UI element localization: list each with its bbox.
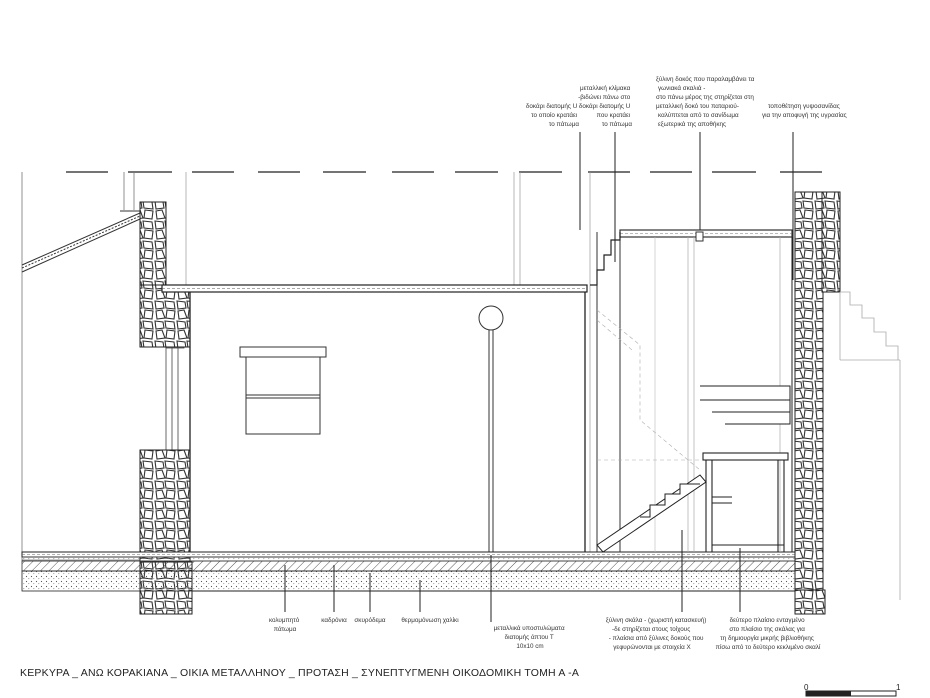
ground-slab <box>21 551 823 592</box>
metal-stair <box>590 232 621 286</box>
upper-slab <box>161 284 588 552</box>
annotation-gypsum: τοποθέτηση γυψοσανίδας για την αποφυγή τ… <box>762 102 847 119</box>
second-frame <box>702 452 789 552</box>
annotation-kadronia: καδρόνια <box>321 616 347 624</box>
annotation-insulation: θερμομόνωση χαλίκι <box>401 616 459 624</box>
annotation-pebble: κολυμπητό πάτωμα <box>269 616 301 633</box>
exterior-steps <box>839 291 901 600</box>
annotation-u-beam: δοκάρι διατομής U το οποίο κρατάει το πά… <box>526 102 579 128</box>
left-roof <box>21 210 141 273</box>
leaders-top <box>579 132 794 280</box>
annotation-wood-stair: ξύλινη σκάλα - (χωριστή κατασκευή) -δε σ… <box>606 616 708 651</box>
left-building <box>21 172 140 561</box>
left-wall-lower <box>139 449 191 563</box>
annotation-metal-posts: μεταλλικά υποστυλώματα διατομής άπτου Τ … <box>494 624 567 650</box>
leaders-bottom <box>284 530 741 622</box>
wood-stair <box>596 385 791 553</box>
scale-bar: 0 1 <box>804 683 901 697</box>
drawing-title: ΚΕΡΚΥΡΑ _ ΑΝΩ ΚΟΡΑΚΙΑΝΑ _ ΟΙΚΙΑ ΜΕΤΑΛΛΗΝ… <box>20 667 579 679</box>
annotation-metal-stair: μεταλλική κλίμακα -βιδώνει πάνω στο δοκά… <box>578 84 632 128</box>
room-window <box>239 346 327 435</box>
right-wall <box>794 191 824 591</box>
annotation-wood-beam: ξύλινη δοκός που παραλαμβάνει τα γωνιακά… <box>656 75 756 128</box>
annotation-skirodema: σκυρόδεμα <box>354 616 386 624</box>
annotation-second-frame: δεύτερο πλαίσιο ενταγμένο στο πλαίσιο τη… <box>716 616 821 651</box>
right-foundation <box>794 589 826 615</box>
left-wall-mid <box>139 284 191 348</box>
scale-end: 1 <box>896 683 901 692</box>
left-window <box>165 339 185 450</box>
right-wall-top <box>821 191 841 293</box>
room-guides <box>185 172 591 552</box>
stair-ghost <box>596 309 701 471</box>
lamp-post <box>478 305 504 552</box>
scale-start: 0 <box>804 683 809 692</box>
